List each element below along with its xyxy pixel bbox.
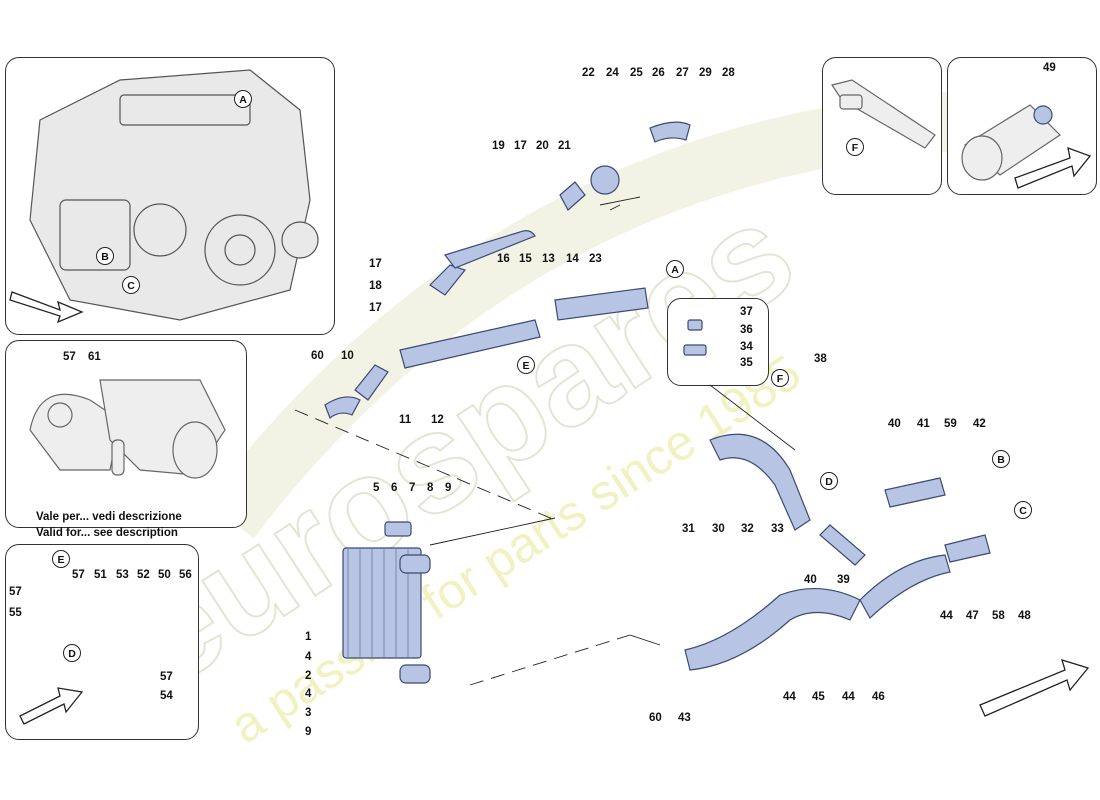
part-32: 32 <box>741 523 754 535</box>
caption-italian: Vale per... vedi descrizione <box>36 511 182 523</box>
part-35: 35 <box>740 357 753 369</box>
part-34: 34 <box>740 341 753 353</box>
part-9-a: 9 <box>445 482 452 494</box>
part-40-b: 40 <box>804 574 817 586</box>
part-13: 13 <box>542 253 555 265</box>
part-14: 14 <box>566 253 579 265</box>
callout-d-small: D <box>63 644 81 662</box>
part-1: 1 <box>305 631 312 643</box>
mount-detail-drawing <box>683 319 707 356</box>
part-24: 24 <box>606 67 619 79</box>
callout-c: C <box>1014 501 1032 519</box>
part-36: 36 <box>740 324 753 336</box>
part-18: 18 <box>369 280 382 292</box>
part-47: 47 <box>966 610 979 622</box>
intercooler-drawing <box>342 521 431 684</box>
part-17-b: 17 <box>369 258 382 270</box>
detail-49-drawing <box>961 104 1061 181</box>
part-22: 22 <box>582 67 595 79</box>
part-41: 41 <box>917 418 930 430</box>
part-26: 26 <box>652 67 665 79</box>
part-61: 61 <box>88 351 101 363</box>
part-7: 7 <box>409 482 416 494</box>
part-59: 59 <box>944 418 957 430</box>
part-52: 52 <box>137 569 150 581</box>
part-57-a: 57 <box>63 351 76 363</box>
callout-f-detail: F <box>846 138 864 156</box>
part-53: 53 <box>116 569 129 581</box>
mount-detail-panel <box>667 298 769 386</box>
part-12: 12 <box>431 414 444 426</box>
part-54: 54 <box>160 690 173 702</box>
part-17-a: 17 <box>514 140 527 152</box>
hose-drawings <box>324 121 991 671</box>
part-29: 29 <box>699 67 712 79</box>
part-39: 39 <box>837 574 850 586</box>
part-6: 6 <box>391 482 398 494</box>
leader-lines <box>294 196 796 686</box>
part-44-b: 44 <box>783 691 796 703</box>
caption-english: Valid for... see description <box>36 527 178 539</box>
part-57-c: 57 <box>72 569 85 581</box>
part-5: 5 <box>373 482 380 494</box>
part-44-c: 44 <box>842 691 855 703</box>
engine-drawing <box>29 69 319 321</box>
part-60-b: 60 <box>649 712 662 724</box>
part-16: 16 <box>497 253 510 265</box>
part-23: 23 <box>589 253 602 265</box>
part-33: 33 <box>771 523 784 535</box>
variant-detail-drawing <box>29 379 226 479</box>
callout-e-small: E <box>52 550 70 568</box>
part-51: 51 <box>94 569 107 581</box>
callout-c-engine: C <box>122 276 140 294</box>
part-11: 11 <box>399 414 412 426</box>
part-4-a: 4 <box>305 651 312 663</box>
callout-b: B <box>992 450 1010 468</box>
part-49: 49 <box>1043 62 1056 74</box>
direction-arrows <box>9 146 1092 725</box>
part-43: 43 <box>678 712 691 724</box>
part-50: 50 <box>158 569 171 581</box>
callout-f: F <box>771 369 789 387</box>
part-58: 58 <box>992 610 1005 622</box>
part-30: 30 <box>712 523 725 535</box>
part-37: 37 <box>740 306 753 318</box>
callout-e: E <box>517 356 535 374</box>
part-3: 3 <box>305 707 312 719</box>
part-31: 31 <box>682 523 695 535</box>
part-57-d: 57 <box>160 671 173 683</box>
part-44-a: 44 <box>940 610 953 622</box>
part-19: 19 <box>492 140 505 152</box>
callout-a: A <box>666 260 684 278</box>
part-48: 48 <box>1018 610 1031 622</box>
part-46: 46 <box>872 691 885 703</box>
part-45: 45 <box>812 691 825 703</box>
detail-f-drawing <box>831 79 936 149</box>
part-17-c: 17 <box>369 302 382 314</box>
part-10: 10 <box>341 350 354 362</box>
part-25: 25 <box>630 67 643 79</box>
part-38: 38 <box>814 353 827 365</box>
part-42: 42 <box>973 418 986 430</box>
part-40-a: 40 <box>888 418 901 430</box>
part-8: 8 <box>427 482 434 494</box>
part-15: 15 <box>519 253 532 265</box>
part-55: 55 <box>9 607 22 619</box>
part-28: 28 <box>722 67 735 79</box>
callout-b-engine: B <box>96 247 114 265</box>
part-57-b: 57 <box>9 586 22 598</box>
part-20: 20 <box>536 140 549 152</box>
callout-a-engine: A <box>234 90 252 108</box>
part-21: 21 <box>558 140 571 152</box>
part-60-a: 60 <box>311 350 324 362</box>
callout-d: D <box>820 472 838 490</box>
part-2: 2 <box>305 670 312 682</box>
part-27: 27 <box>676 67 689 79</box>
part-4-b: 4 <box>305 688 312 700</box>
part-9-b: 9 <box>305 726 312 738</box>
part-56: 56 <box>179 569 192 581</box>
